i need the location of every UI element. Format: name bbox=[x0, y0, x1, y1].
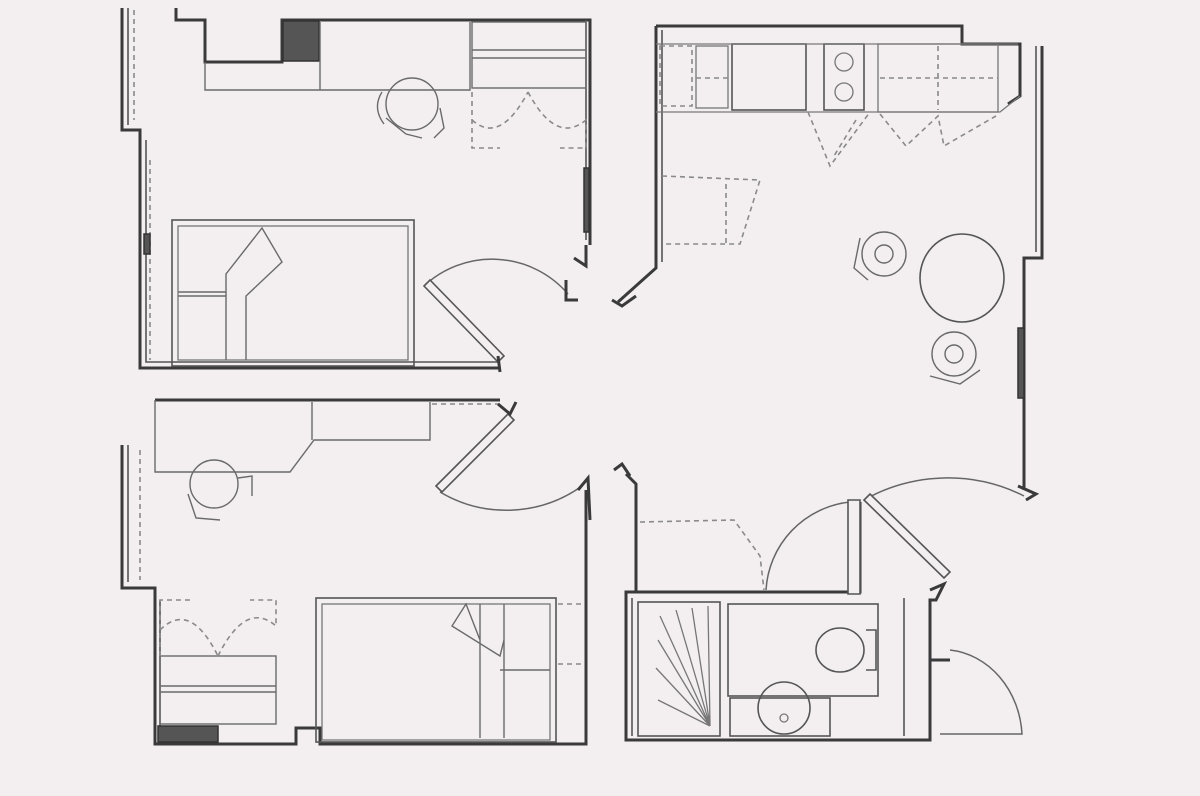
wall bbox=[120, 398, 588, 746]
bathroom-door[interactable] bbox=[765, 499, 861, 595]
toilet bbox=[815, 627, 865, 673]
basin-counter bbox=[729, 697, 831, 737]
bedside-shelf bbox=[558, 603, 584, 665]
bed bbox=[321, 603, 551, 741]
door-jamb bbox=[611, 294, 637, 308]
door-jamb bbox=[613, 461, 632, 477]
wardrobe bbox=[472, 49, 586, 59]
radiator bbox=[583, 167, 590, 233]
door-swing bbox=[940, 649, 1023, 735]
wc-unit bbox=[727, 603, 879, 697]
bedroom-bottom-left-door[interactable] bbox=[434, 401, 592, 521]
pillow bbox=[178, 291, 227, 360]
column bbox=[157, 725, 219, 743]
wall bbox=[636, 502, 862, 594]
wall bbox=[616, 26, 658, 304]
chair bbox=[376, 77, 445, 139]
desk bbox=[154, 400, 431, 473]
bedroom-top-left bbox=[120, 8, 592, 373]
hallway bbox=[611, 294, 637, 477]
wardrobe bbox=[159, 655, 277, 725]
upper-cabinet bbox=[880, 46, 998, 110]
wardrobe-door bbox=[159, 599, 219, 657]
wall bbox=[656, 24, 1044, 490]
bedroom-top-left-door[interactable] bbox=[422, 245, 588, 373]
shower-tray bbox=[655, 605, 711, 727]
base-cabinet bbox=[659, 45, 693, 107]
base-cabinet bbox=[695, 45, 729, 109]
drain bbox=[779, 713, 789, 723]
duvet-fold bbox=[225, 226, 283, 360]
bed bbox=[171, 219, 415, 367]
chair bbox=[187, 459, 253, 521]
cabinet-door bbox=[879, 113, 997, 148]
wardrobe-door bbox=[527, 91, 587, 149]
wardrobe bbox=[160, 685, 276, 693]
wall bbox=[631, 598, 905, 736]
bedside-unit bbox=[143, 233, 151, 255]
wall bbox=[174, 8, 592, 245]
toilet-tank bbox=[866, 629, 877, 671]
burner bbox=[834, 82, 854, 102]
wall bbox=[120, 8, 500, 370]
bedroom-bottom-left bbox=[120, 398, 592, 746]
kitchen-living bbox=[616, 24, 1044, 580]
wall bbox=[624, 472, 950, 742]
radiator bbox=[1017, 327, 1025, 399]
wardrobe bbox=[471, 21, 587, 89]
wardrobe-door bbox=[471, 91, 529, 149]
column bbox=[282, 20, 320, 62]
burner bbox=[834, 52, 854, 72]
shower bbox=[637, 601, 721, 737]
entrance-door[interactable] bbox=[862, 477, 1040, 580]
desk bbox=[204, 22, 471, 91]
duvet-fold bbox=[451, 602, 505, 738]
chair bbox=[929, 331, 981, 385]
cabinet-door bbox=[807, 111, 871, 168]
bed bbox=[315, 597, 557, 743]
bathroom bbox=[624, 472, 1023, 742]
wall bbox=[127, 8, 498, 363]
bed bbox=[177, 225, 409, 361]
chair bbox=[853, 231, 907, 281]
counter-extension bbox=[661, 175, 762, 245]
hall-cabinet bbox=[639, 519, 765, 591]
cooktop bbox=[823, 43, 865, 111]
dining-table bbox=[919, 233, 1005, 323]
pillow bbox=[500, 604, 550, 738]
washbasin bbox=[757, 681, 811, 735]
wall bbox=[928, 581, 948, 660]
sink bbox=[731, 43, 807, 111]
wardrobe-door bbox=[217, 599, 277, 657]
